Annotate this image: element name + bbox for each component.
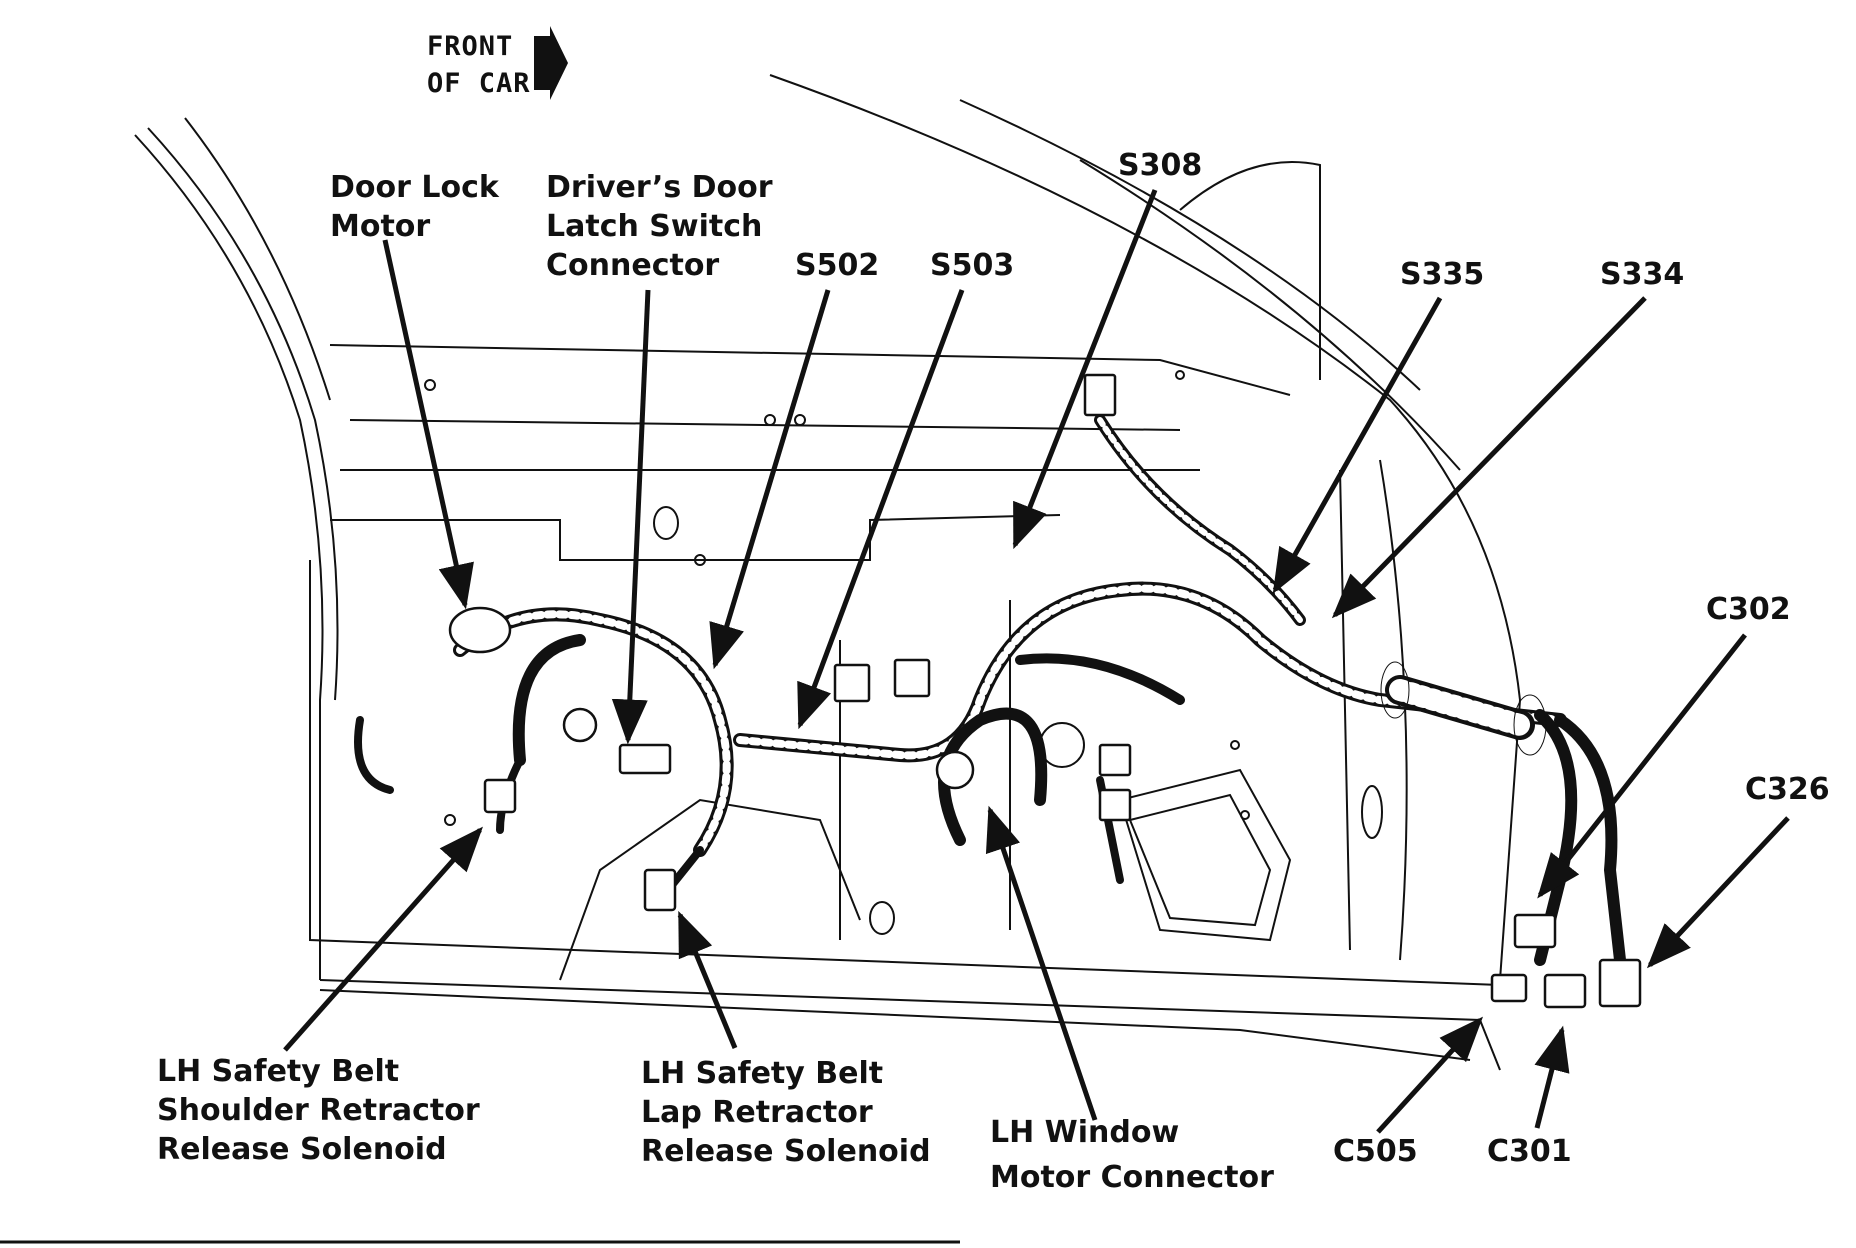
shoulder-solenoid-line-1: LH Safety Belt (157, 1054, 400, 1089)
door-lock-motor-line-1: Door Lock (330, 170, 499, 205)
arrow-s334 (1331, 296, 1647, 619)
c505-connector (1490, 973, 1528, 1003)
arrow-s502 (709, 289, 831, 670)
c301-connector (1543, 973, 1587, 1009)
label-s502: S502 (795, 246, 879, 285)
shoulder-solenoid-connector (483, 778, 517, 814)
lap-solenoid-connector (643, 868, 677, 912)
s335-text: S335 (1400, 257, 1485, 292)
window-motor-connector (935, 750, 975, 790)
arrow-lap-solenoid (677, 910, 738, 1049)
latch-switch-line-2: Latch Switch (546, 209, 763, 244)
s308-text: S308 (1118, 148, 1203, 183)
front-line-2: OF CAR (427, 68, 531, 99)
window-motor-line-2: Motor Connector (990, 1160, 1274, 1195)
latch-switch-line-1: Driver’s Door (546, 170, 773, 205)
window-motor-line-1: LH Window (990, 1115, 1180, 1150)
arrow-latch-switch (611, 289, 651, 745)
lap-solenoid-line-1: LH Safety Belt (641, 1056, 884, 1091)
arrow-window-motor (985, 805, 1098, 1121)
callout-arrows (283, 189, 1790, 1134)
shoulder-solenoid-line-2: Shoulder Retractor (157, 1093, 480, 1128)
label-s335: S335 (1400, 255, 1484, 294)
arrow-s335 (1272, 296, 1443, 594)
c326-connector (1598, 958, 1642, 1008)
arrow-c302 (1537, 633, 1747, 899)
label-latch-switch: Driver’s Door Latch Switch Connector (546, 168, 773, 285)
latch-switch-connector (618, 743, 672, 775)
lap-solenoid-line-2: Lap Retractor (641, 1095, 873, 1130)
label-s334: S334 (1600, 255, 1684, 294)
front-line-1: FRONT (427, 31, 514, 62)
label-s503: S503 (930, 246, 1014, 285)
label-shoulder-solenoid: LH Safety Belt Shoulder Retractor Releas… (157, 1052, 480, 1169)
c302-connector (1513, 913, 1557, 949)
arrow-c505 (1376, 1016, 1484, 1134)
arrow-door-lock-motor (382, 239, 474, 610)
components (448, 373, 1642, 1009)
s503-text: S503 (930, 248, 1015, 283)
arrow-c301 (1534, 1025, 1570, 1129)
label-c302: C302 (1706, 590, 1791, 629)
s502-text: S502 (795, 248, 880, 283)
door-lock-motor-line-2: Motor (330, 209, 431, 244)
label-window-motor: LH Window Motor Connector (990, 1110, 1274, 1200)
c505-text: C505 (1333, 1134, 1418, 1169)
arrow-s308 (1012, 189, 1158, 550)
c326-text: C326 (1745, 772, 1830, 807)
s334-text: S334 (1600, 257, 1685, 292)
shoulder-solenoid-line-3: Release Solenoid (157, 1132, 447, 1167)
arrow-c326 (1646, 816, 1790, 969)
front-of-car-label: FRONT OF CAR (427, 28, 531, 102)
arrow-s503 (797, 289, 965, 730)
label-s308: S308 (1118, 146, 1202, 185)
label-door-lock-motor: Door Lock Motor (330, 168, 499, 246)
label-c326: C326 (1745, 770, 1830, 809)
right-arrow-icon (534, 26, 568, 100)
label-c301: C301 (1487, 1132, 1572, 1171)
c301-text: C301 (1487, 1134, 1572, 1169)
wiring-harness (354, 414, 1626, 966)
label-lap-solenoid: LH Safety Belt Lap Retractor Release Sol… (641, 1054, 931, 1171)
lap-solenoid-line-3: Release Solenoid (641, 1134, 931, 1169)
arrow-shoulder-solenoid (283, 826, 483, 1052)
c302-text: C302 (1706, 592, 1791, 627)
latch-switch-line-3: Connector (546, 248, 720, 283)
label-c505: C505 (1333, 1132, 1418, 1171)
